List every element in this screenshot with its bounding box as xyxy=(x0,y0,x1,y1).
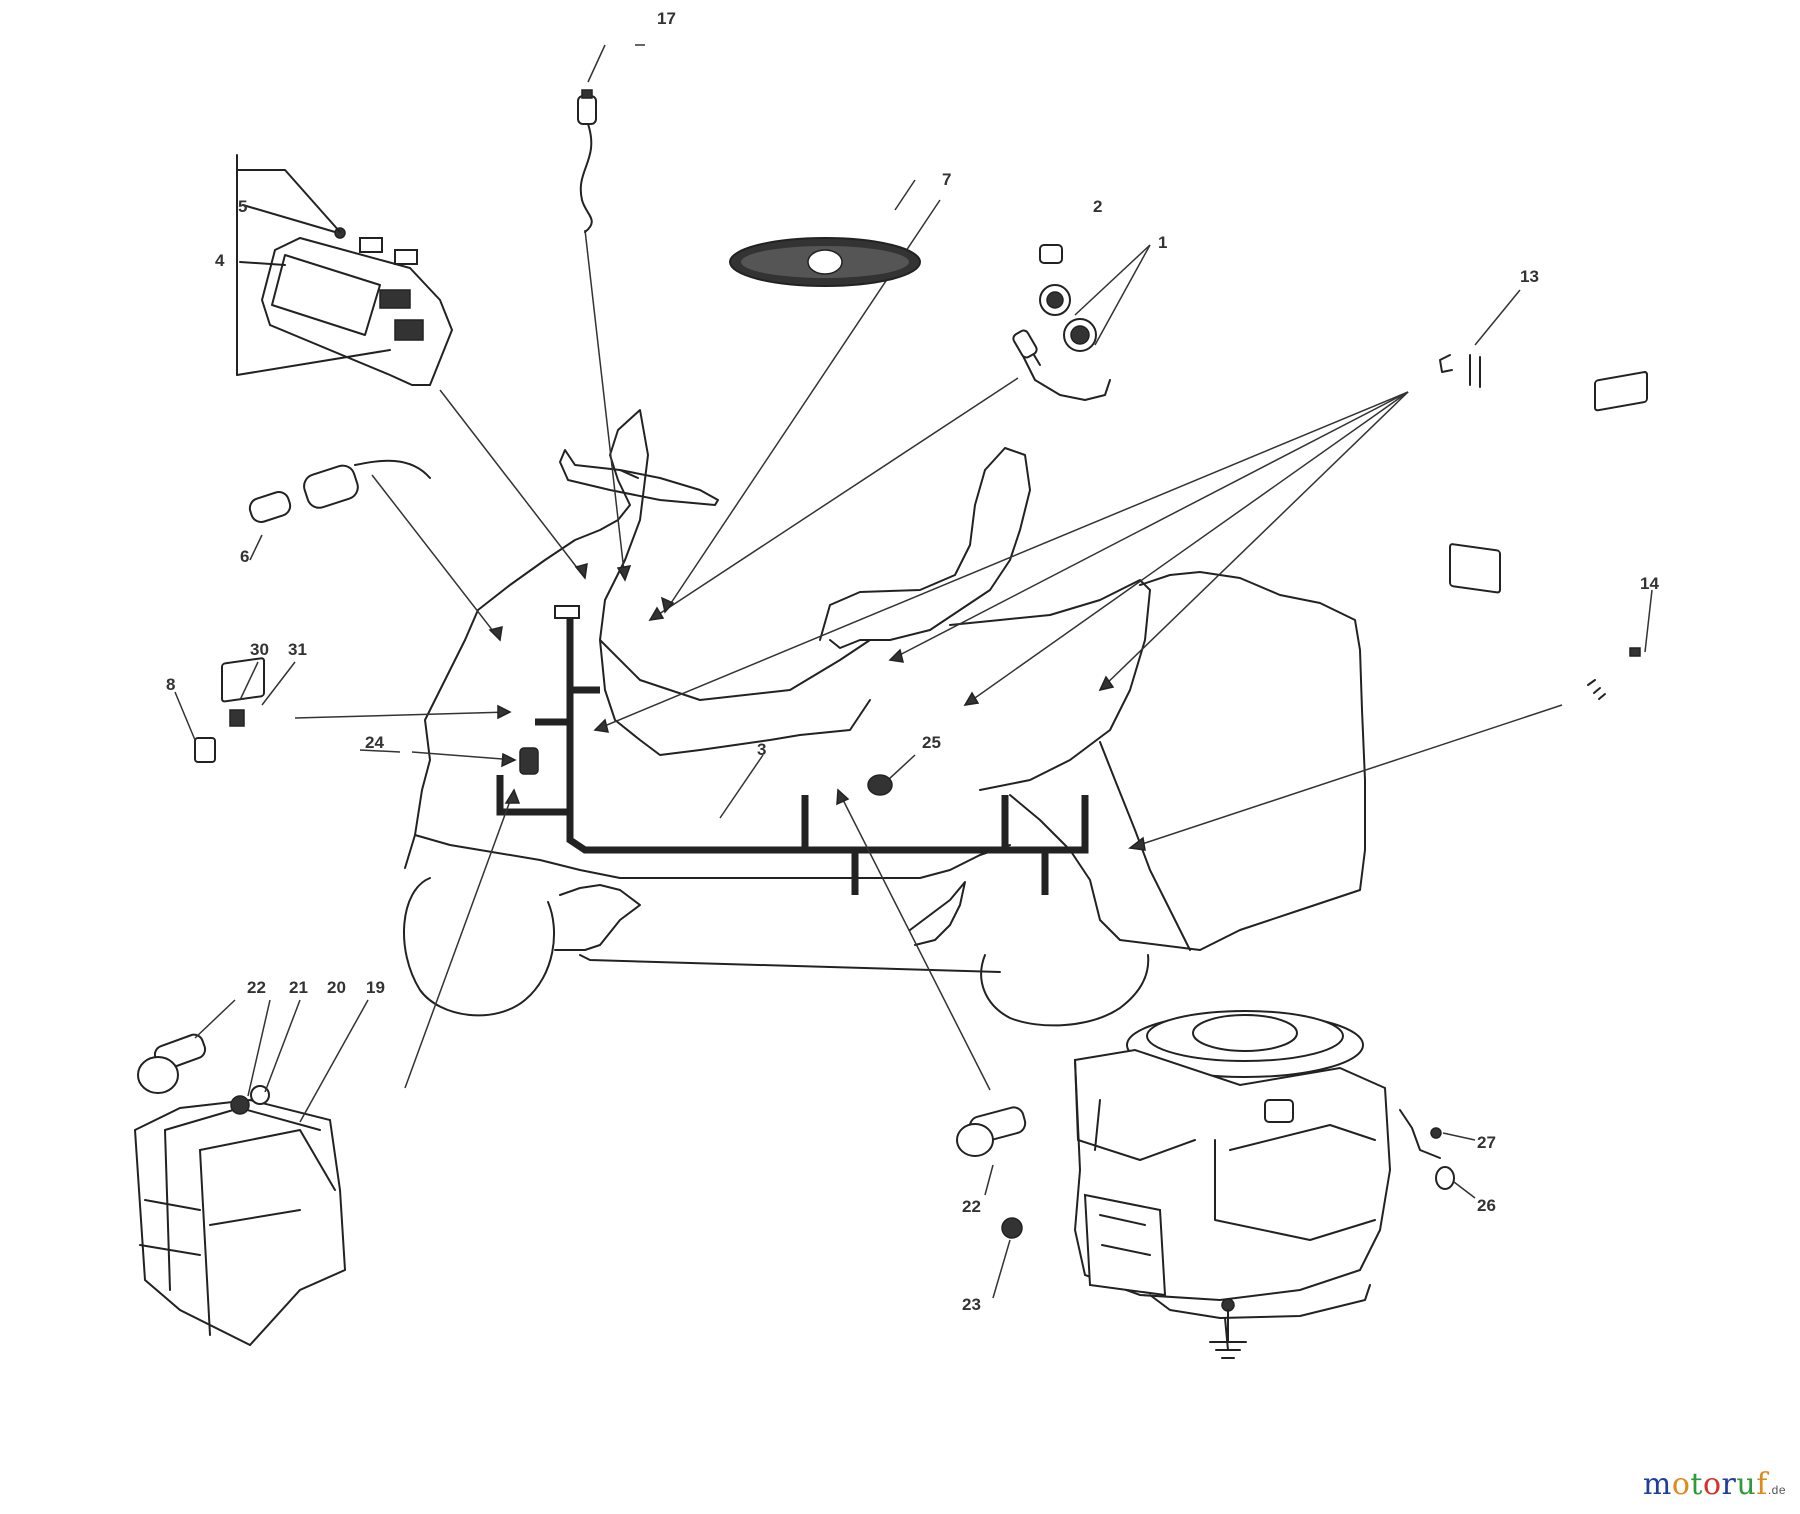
logo-letter: f xyxy=(1756,1467,1768,1502)
part-22-terminal-bolt-2 xyxy=(956,1106,1027,1196)
logo-tld: .de xyxy=(1767,1483,1786,1497)
label-7: 7 xyxy=(942,170,951,189)
logo-letter: o xyxy=(1702,1467,1722,1502)
logo-letter: t xyxy=(1690,1467,1703,1502)
part-4-control-module xyxy=(236,154,454,386)
ground-symbol xyxy=(1209,1298,1247,1359)
part-26-washer xyxy=(1435,1166,1476,1199)
label-5: 5 xyxy=(238,197,247,216)
label-31: 31 xyxy=(288,640,307,659)
label-21: 21 xyxy=(289,978,308,997)
tractor-outline xyxy=(403,409,1366,1027)
engine xyxy=(1073,1010,1392,1351)
leader-lines xyxy=(294,44,1563,1091)
part-23-nut xyxy=(992,1217,1023,1299)
label-14: 14 xyxy=(1640,574,1659,593)
label-3: 3 xyxy=(757,740,766,759)
logo-letter: r xyxy=(1721,1467,1737,1502)
label-24: 24 xyxy=(365,733,384,752)
label-22-right: 22 xyxy=(962,1197,981,1216)
label-23: 23 xyxy=(962,1295,981,1314)
label-1: 1 xyxy=(1158,233,1167,252)
label-26: 26 xyxy=(1477,1196,1496,1215)
label-20: 20 xyxy=(327,978,346,997)
part-14-rectifier xyxy=(1587,371,1653,700)
logo-letter: u xyxy=(1736,1467,1757,1502)
part-13-relay xyxy=(1439,354,1501,594)
part-30-switch xyxy=(174,657,296,763)
label-17: 17 xyxy=(657,9,676,28)
label-2: 2 xyxy=(1093,197,1102,216)
part-7-headlight xyxy=(729,237,921,287)
part-27-clip xyxy=(1399,1109,1476,1159)
part-19-battery xyxy=(133,999,369,1347)
label-30: 30 xyxy=(250,640,269,659)
logo-letter: o xyxy=(1671,1467,1691,1502)
label-6: 6 xyxy=(240,547,249,566)
part-1-ignition-switch xyxy=(1012,244,1111,401)
part-22-terminal-bolt xyxy=(137,999,236,1094)
harness-connector xyxy=(554,605,580,619)
logo-letter: m xyxy=(1642,1467,1672,1502)
label-22-left: 22 xyxy=(247,978,266,997)
part-labels: 17 7 2 1 13 5 4 6 30 31 8 24 3 25 14 22 … xyxy=(166,9,1659,1314)
part-17-sensor xyxy=(577,89,597,233)
label-25: 25 xyxy=(922,733,941,752)
label-19: 19 xyxy=(366,978,385,997)
wiring-harness xyxy=(496,605,1089,895)
label-8: 8 xyxy=(166,675,175,694)
label-27: 27 xyxy=(1477,1133,1496,1152)
part-25-grommet xyxy=(867,774,893,796)
motoruf-logo: motoruf.de xyxy=(1643,1467,1786,1502)
label-4: 4 xyxy=(215,251,225,270)
part-6-connector xyxy=(248,459,431,561)
part-24-connector xyxy=(359,747,539,775)
label-13: 13 xyxy=(1520,267,1539,286)
